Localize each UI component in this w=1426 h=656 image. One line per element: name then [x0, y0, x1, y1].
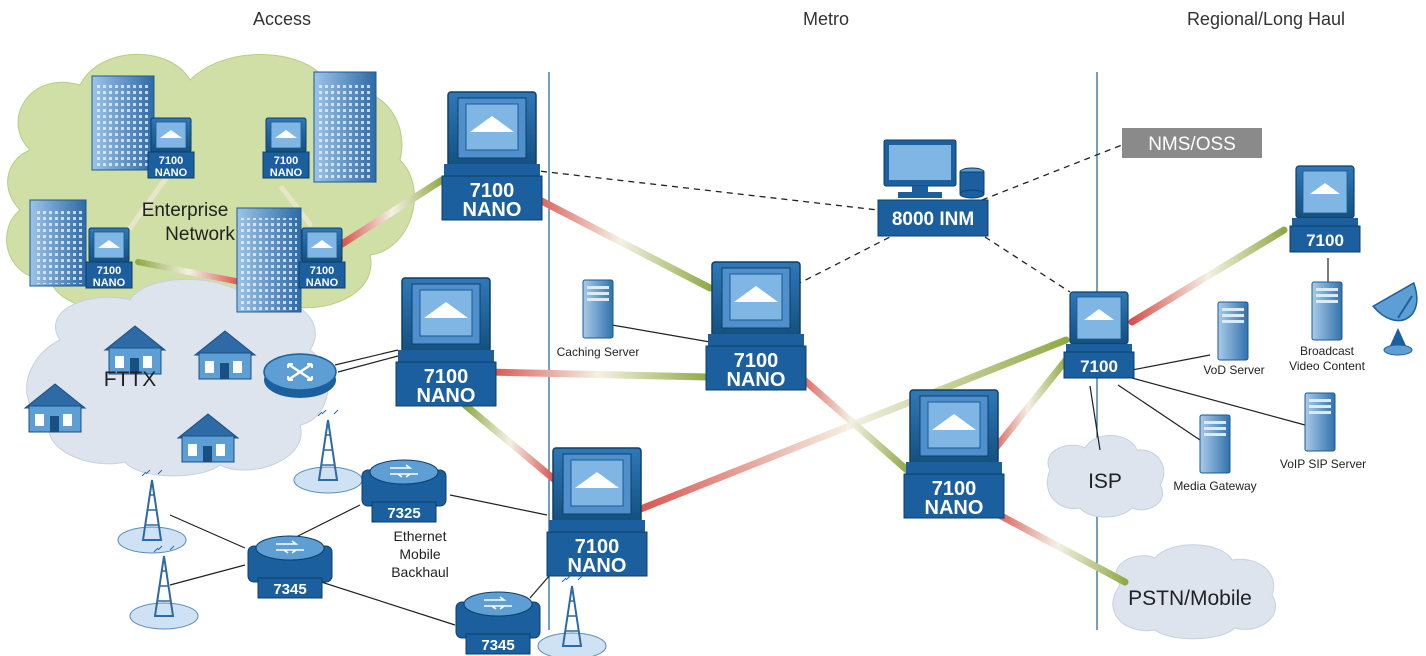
edge-7100[interactable]: 7100: [1289, 165, 1361, 253]
nano-metro-lower-label-1: 7100: [932, 478, 977, 500]
edge-7100-label: 7100: [1306, 231, 1344, 250]
core-7100-label: 7100: [1080, 357, 1118, 376]
pstn-cloud: [1112, 544, 1277, 640]
switch-7325-label: 7325: [387, 505, 420, 522]
nano-access-top-label-2: NANO: [463, 199, 522, 221]
fttx-label: FTTX: [104, 368, 157, 391]
isp-cloud: [1046, 435, 1165, 518]
switch-7345-bottom-label: 7345: [481, 637, 514, 654]
enterprise-label-2: Network: [165, 224, 235, 245]
nano-metro-label-2: NANO: [727, 369, 786, 391]
backhaul-label-2: Mobile: [399, 546, 440, 562]
nano-access-top-label-1: 7100: [470, 180, 515, 202]
nano-small-4[interactable]: 7100 NANO: [298, 227, 346, 289]
nano-metro-label-1: 7100: [734, 350, 779, 372]
broadcast-label-2: Video Content: [1289, 359, 1366, 373]
section-metro: Metro: [803, 9, 849, 29]
enterprise-label-1: Enterprise: [142, 200, 229, 221]
pstn-label: PSTN/Mobile: [1128, 587, 1252, 610]
tower-icon-2: [117, 469, 187, 554]
nano-access-top[interactable]: 7100 NANO: [441, 91, 543, 221]
nano-small-1-label-2: NANO: [155, 167, 188, 179]
media-gateway-label: Media Gateway: [1173, 479, 1256, 493]
nano-small-1[interactable]: 7100 NANO: [147, 117, 195, 179]
nano-small-2-label-2: NANO: [270, 167, 303, 179]
management-links: [529, 144, 1123, 293]
switch-7325[interactable]: 7325: [361, 459, 447, 523]
router-icon[interactable]: [263, 353, 337, 398]
nano-metro-lower-label-2: NANO: [925, 497, 984, 519]
satellite-dish-icon: [1372, 281, 1418, 356]
vod-server-icon[interactable]: [1217, 301, 1249, 361]
voip-server-icon[interactable]: [1304, 392, 1336, 452]
nano-small-2[interactable]: 7100 NANO: [262, 117, 310, 179]
nano-access-mid-label-2: NANO: [417, 385, 476, 407]
fttx-cloud: [26, 278, 329, 477]
nano-access-bottom-label-2: NANO: [568, 555, 627, 577]
isp-label: ISP: [1088, 470, 1122, 493]
nano-metro[interactable]: 7100 NANO: [705, 261, 807, 391]
enterprise-buildings: [29, 71, 377, 313]
nano-access-bottom[interactable]: 7100 NANO: [546, 447, 648, 577]
nano-access-mid-label-1: 7100: [424, 366, 469, 388]
ethernet-links: [169, 258, 1329, 626]
nano-small-4-label-1: 7100: [310, 265, 334, 277]
tower-icon-4: [537, 575, 607, 656]
core-7100[interactable]: 7100: [1063, 291, 1135, 379]
nano-small-1-label-1: 7100: [159, 155, 183, 167]
nano-small-4-label-2: NANO: [306, 277, 339, 289]
media-gateway-icon[interactable]: [1199, 414, 1231, 474]
nms-oss-box[interactable]: NMS/OSS: [1122, 128, 1262, 158]
section-access: Access: [253, 9, 311, 29]
backhaul-label-1: Ethernet: [394, 528, 447, 544]
nano-small-3[interactable]: 7100 NANO: [85, 227, 133, 289]
broadcast-label-1: Broadcast: [1300, 344, 1355, 358]
caching-server-icon[interactable]: [582, 279, 614, 339]
nano-small-2-label-1: 7100: [274, 155, 298, 167]
caching-server-label: Caching Server: [557, 345, 640, 359]
nms-oss-label: NMS/OSS: [1148, 134, 1236, 155]
nano-access-mid[interactable]: 7100 NANO: [395, 277, 497, 407]
nano-small-3-label-2: NANO: [93, 277, 126, 289]
fiber-links: [127, 158, 1288, 586]
backhaul-label-3: Backhaul: [391, 564, 449, 580]
switch-7345-left-label: 7345: [273, 581, 306, 598]
switch-7345-left[interactable]: 7345: [247, 535, 333, 599]
inm-label: 8000 INM: [892, 209, 974, 230]
nano-access-bottom-label-1: 7100: [575, 536, 620, 558]
section-regional: Regional/Long Haul: [1187, 9, 1345, 29]
nano-small-3-label-1: 7100: [97, 265, 121, 277]
inm-station[interactable]: 8000 INM: [877, 139, 989, 237]
nano-metro-lower[interactable]: 7100 NANO: [903, 389, 1005, 519]
broadcast-server-icon[interactable]: [1311, 281, 1343, 341]
vod-server-label: VoD Server: [1203, 363, 1264, 377]
voip-server-label: VoIP SIP Server: [1280, 457, 1366, 471]
tower-icon-3: [129, 545, 199, 630]
switch-7345-bottom[interactable]: 7345: [455, 591, 541, 655]
